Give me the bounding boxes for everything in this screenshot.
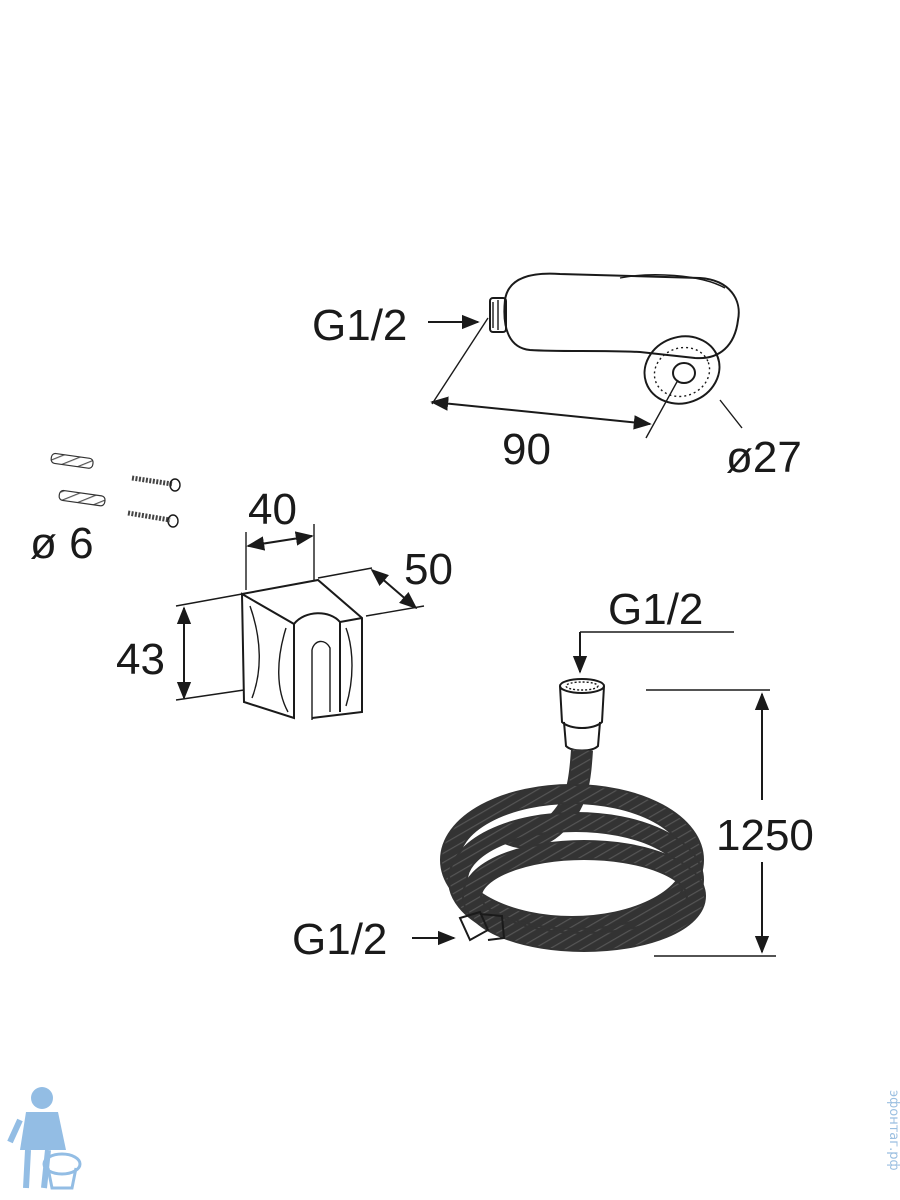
- spray-extension-right: [645, 379, 679, 439]
- holder-width-label: 40: [248, 485, 297, 534]
- dowel-diameter-label: ø 6: [30, 519, 94, 568]
- dowel-1: [50, 452, 94, 469]
- dowel-2: [58, 489, 106, 507]
- holder-height-ext-bottom: [175, 689, 245, 701]
- holder-depth-dimension: [370, 568, 418, 610]
- hose-top-thread-label: G1/2: [608, 585, 703, 634]
- plumber-mascot-icon: [7, 1087, 82, 1190]
- spray-diameter-leader: [719, 399, 743, 429]
- holder-width-dimension: [246, 531, 314, 551]
- spray-thread-label: G1/2: [312, 301, 407, 350]
- holder-depth-label: 50: [404, 545, 453, 594]
- spray-length-dimension: [430, 396, 652, 430]
- spray-length-label: 90: [502, 425, 551, 474]
- spray-extension-left: [431, 317, 489, 405]
- watermark-text: эфонтаг.рф: [886, 1090, 900, 1171]
- hose-bottom-thread-label: G1/2: [292, 915, 387, 964]
- hand-spray: [489, 272, 740, 405]
- screw-1: [131, 475, 181, 492]
- hose-length-label: 1250: [716, 811, 814, 860]
- holder-height-label: 43: [116, 635, 165, 684]
- holder-height-ext-top: [175, 593, 243, 607]
- holder-depth-ext-top: [317, 567, 373, 579]
- dowels-and-screws: [50, 452, 181, 528]
- spray-diameter-label: ø27: [726, 433, 802, 482]
- hose: [440, 678, 706, 952]
- screw-2: [127, 510, 179, 528]
- wall-holder: [240, 578, 363, 720]
